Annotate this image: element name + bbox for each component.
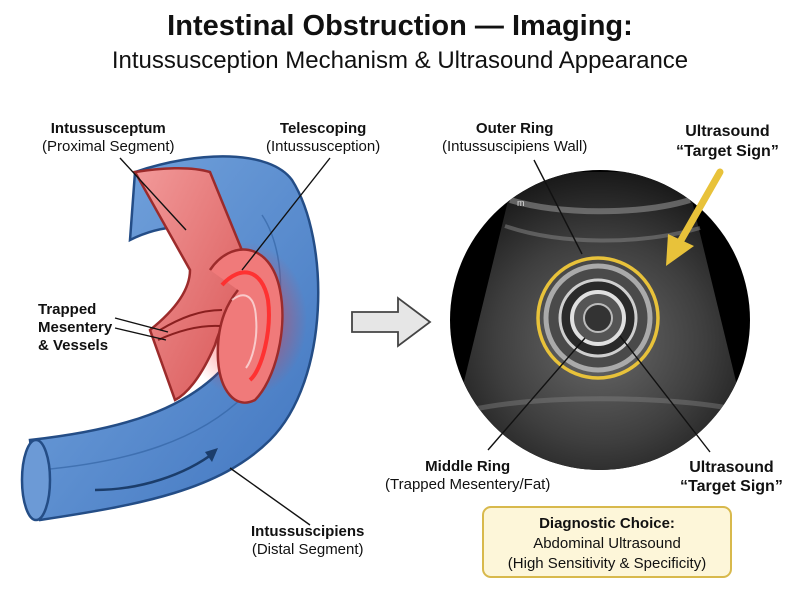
leader-telescoping: [241, 157, 331, 271]
ultrasound-image: m: [450, 170, 750, 470]
label-target-bottom-line1: Ultrasound: [689, 459, 774, 476]
diagnostic-choice-line1: Abdominal Ultrasound: [533, 535, 681, 552]
label-target-top-line2: “Target Sign”: [676, 143, 779, 160]
label-telescoping: Telescoping (Intussusception): [266, 120, 380, 156]
label-middle-ring-title: Middle Ring: [425, 458, 511, 475]
target-core: [583, 303, 613, 333]
leader-intussuscipiens: [229, 467, 311, 526]
left-leader-lines: [114, 157, 331, 526]
label-outer-ring-sub: (Intussuscipiens Wall): [442, 138, 588, 155]
label-intussuscipiens: Intussuscipiens (Distal Segment): [251, 523, 364, 559]
leader-outer-ring: [533, 159, 583, 255]
peristalsis-arrow: [94, 451, 216, 492]
ultrasound-marker: m: [517, 198, 525, 208]
us-fascia-band-1: [509, 197, 691, 215]
label-outer-ring-title: Outer Ring: [475, 120, 554, 137]
leader-trapped-2: [114, 327, 167, 341]
diagram-subtitle: Intussusception Mechanism & Ultrasound A…: [111, 47, 689, 74]
telescoped-inner: [220, 270, 271, 382]
us-tissue-band: [469, 396, 741, 413]
peristalsis-arrow-head: [205, 448, 218, 462]
target-sign-arrow: [666, 168, 724, 266]
leader-intussusceptum: [119, 157, 187, 231]
label-intussusceptum: Intussusceptum (Proximal Segment): [42, 120, 175, 156]
us-fascia-band-2: [504, 224, 701, 243]
leader-middle-ring: [487, 337, 586, 451]
label-trapped-line2: Mesentery: [38, 319, 113, 336]
label-target-top-line1: Ultrasound: [685, 123, 770, 140]
intestine-illustration: [20, 155, 320, 522]
telescoped-inner-2: [231, 294, 258, 369]
label-intussusceptum-title: Intussusceptum: [50, 120, 166, 137]
label-telescoping-title: Telescoping: [279, 120, 367, 137]
diagnostic-choice-line2: (High Sensitivity & Specificity): [507, 555, 707, 572]
label-intussusceptum-sub: (Proximal Segment): [42, 138, 175, 155]
diagnostic-choice-title: Diagnostic Choice:: [539, 515, 675, 532]
diagnostic-choice-box: Diagnostic Choice: Abdominal Ultrasound …: [482, 506, 732, 578]
leader-trapped-1: [114, 317, 169, 333]
transition-arrow: [351, 296, 432, 348]
label-middle-ring: Middle Ring (Trapped Mesentery/Fat): [385, 458, 550, 494]
leader-target-sign: [619, 335, 711, 453]
target-sign-highlight: [536, 256, 660, 380]
label-target-sign-top: Ultrasound “Target Sign”: [676, 122, 779, 162]
label-trapped-line3: & Vessels: [38, 337, 109, 354]
diagram-title: Intestinal Obstruction — Imaging:: [167, 10, 633, 42]
label-intussuscipiens-title: Intussuscipiens: [251, 523, 365, 540]
label-target-sign-bottom: Ultrasound “Target Sign”: [680, 458, 783, 496]
mesentery-vessel-2: [157, 324, 221, 341]
label-trapped-line1: Trapped: [38, 301, 97, 318]
mesentery-vessel-1: [159, 309, 223, 331]
right-leader-lines: [487, 159, 711, 453]
label-middle-ring-sub: (Trapped Mesentery/Fat): [385, 476, 551, 493]
intussusceptum-segment: [133, 166, 252, 402]
label-outer-ring: Outer Ring (Intussuscipiens Wall): [442, 120, 587, 156]
label-trapped-mesentery: Trapped Mesentery & Vessels: [38, 301, 112, 355]
bowel-end-cap: [20, 438, 52, 522]
label-telescoping-sub: (Intussusception): [266, 138, 381, 155]
label-intussuscipiens-sub: (Distal Segment): [251, 541, 364, 558]
label-target-bottom-line2: “Target Sign”: [680, 478, 783, 495]
